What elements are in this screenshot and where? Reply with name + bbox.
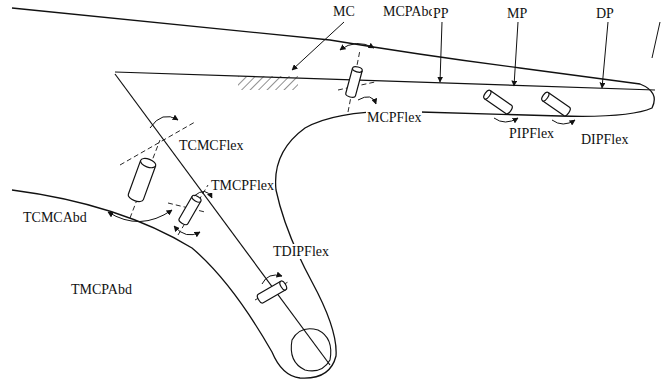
joint-label: DP bbox=[595, 6, 615, 21]
hand-outline bbox=[12, 8, 654, 378]
joint-label: PP bbox=[432, 6, 450, 21]
joint-label: MC bbox=[332, 4, 356, 19]
joint-label: TMCPAbd bbox=[70, 282, 133, 297]
joint-label: PIPFlex bbox=[508, 126, 555, 141]
joint-label: TCMCAbd bbox=[22, 210, 88, 225]
joint-label: DIPFlex bbox=[580, 132, 629, 147]
joint-label: MP bbox=[506, 6, 528, 21]
joint-label: MCPFlex bbox=[366, 110, 422, 125]
joint-label: TMCPFlex bbox=[210, 178, 275, 193]
joint-label: TCMCFlex bbox=[178, 138, 245, 153]
joint-label: MCPAbd bbox=[382, 4, 436, 19]
joint-label: TDIPFlex bbox=[272, 244, 330, 259]
